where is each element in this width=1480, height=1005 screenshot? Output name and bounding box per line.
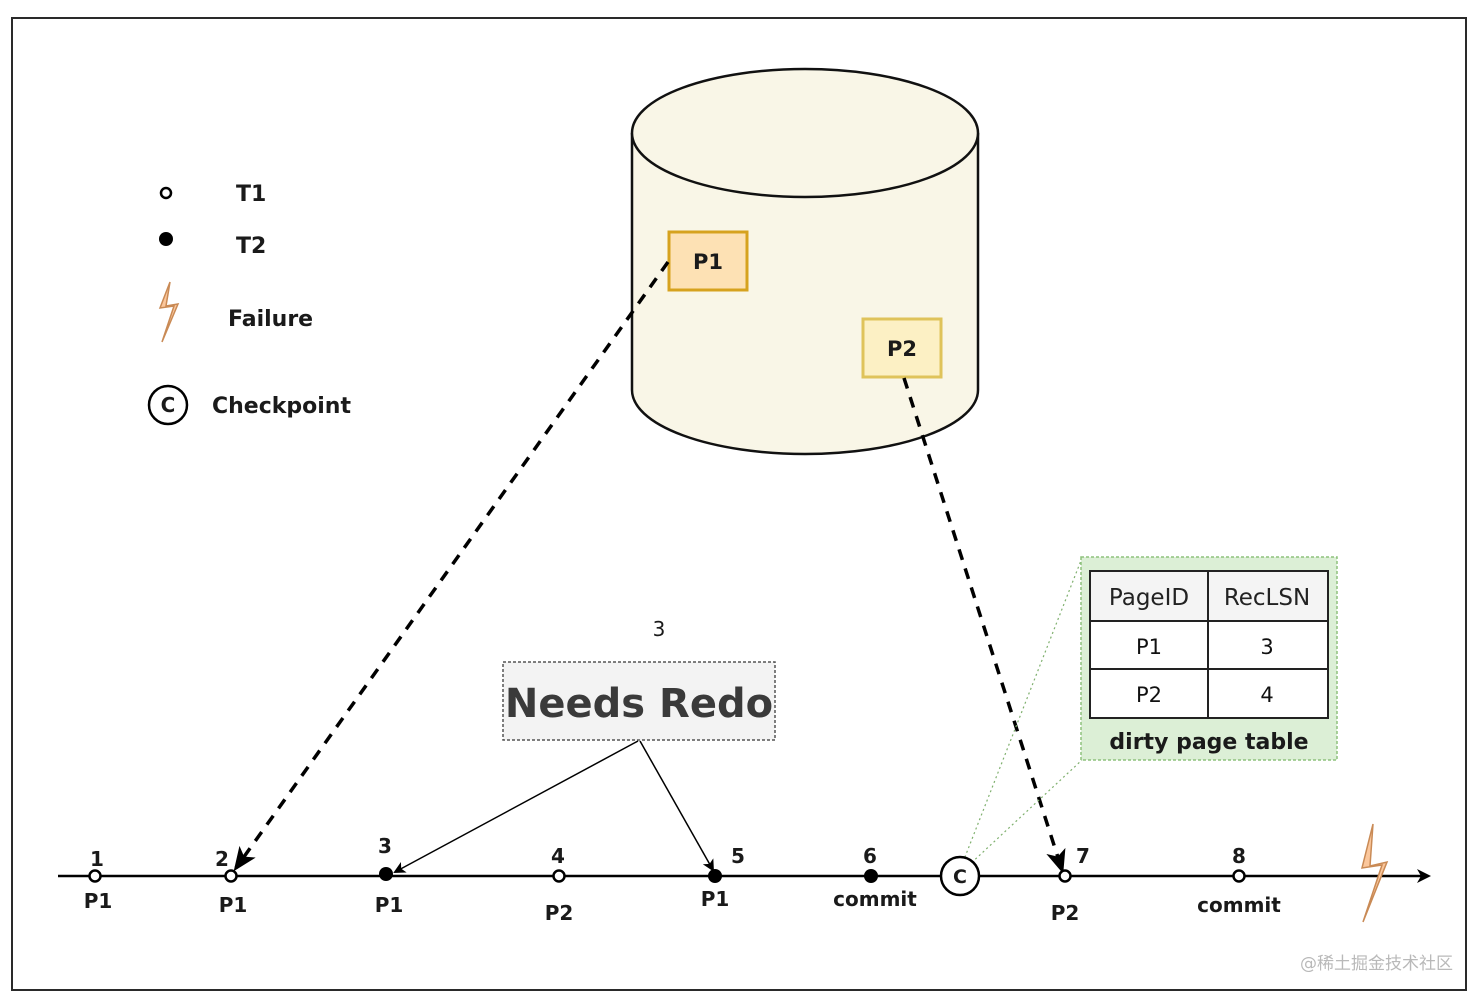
log-record-1-lsn: 1: [90, 847, 104, 871]
dpt-caption: dirty page table: [1109, 730, 1308, 755]
log-record-7-lsn: 7: [1076, 844, 1090, 868]
legend: T1 T2 Failure C Checkpoint: [147, 182, 351, 426]
p1-reclsn-dashed-arrow: [233, 260, 670, 872]
log-record-5-lsn: 5: [731, 844, 745, 868]
legend-checkpoint-label: Checkpoint: [212, 394, 351, 419]
log-record-4-page: P2: [545, 901, 574, 925]
log-record-6-lsn: 6: [863, 844, 877, 868]
dpt-row2-reclsn: 4: [1260, 683, 1273, 707]
log-record-5-t2-marker: [708, 869, 722, 883]
legend-failure-label: Failure: [228, 307, 313, 332]
dirty-page-table: PageID RecLSN P1 3 P2 4 dirty page table: [1080, 556, 1338, 761]
log-record-1-t1-marker: [88, 869, 102, 883]
log-record-6-commit: commit: [833, 887, 917, 911]
redo-arrow-to-lsn5: [639, 740, 714, 872]
t2-marker-icon: [159, 232, 173, 246]
log-record-4-t1-marker: [552, 869, 566, 883]
log-record-7-t1-marker: [1058, 869, 1072, 883]
failure-lightning-icon: [1360, 823, 1389, 923]
legend-t1-label: T1: [236, 182, 266, 207]
log-record-2-t1-marker: [224, 869, 238, 883]
db-page-p1: P1: [667, 230, 749, 292]
dpt-row1-reclsn: 3: [1260, 635, 1273, 659]
db-page-p2: P2: [861, 317, 943, 379]
log-record-4-lsn: 4: [551, 844, 565, 868]
redo-number-label: 3: [653, 617, 666, 641]
p2-reclsn-dashed-arrow: [902, 377, 1066, 874]
db-page-p2-label: P2: [887, 337, 917, 361]
log-record-8-t1-marker: [1232, 869, 1246, 883]
checkpoint-marker-icon: [939, 855, 981, 897]
log-record-8-lsn: 8: [1232, 844, 1246, 868]
dpt-header-pageid: PageID: [1109, 585, 1189, 611]
log-record-3-lsn: 3: [378, 834, 392, 858]
redo-arrow-to-lsn3: [393, 740, 639, 873]
log-record-3-page: P1: [375, 893, 404, 917]
log-record-8-commit: commit: [1197, 893, 1281, 917]
log-record-1-page: P1: [84, 889, 113, 913]
log-record-5-page: P1: [701, 887, 730, 911]
db-page-p1-label: P1: [693, 250, 723, 274]
watermark-text: @稀土掘金技术社区: [1300, 954, 1453, 974]
log-record-3-t2-marker: [379, 867, 393, 881]
needs-redo-box: Needs Redo: [502, 661, 776, 741]
checkpoint-icon: [147, 384, 189, 426]
dpt-row1-page: P1: [1136, 635, 1162, 659]
dpt-connector-bottom: [967, 759, 1083, 867]
database-cylinder-top: [630, 67, 980, 199]
log-record-7-page: P2: [1051, 901, 1080, 925]
log-record-2-page: P1: [219, 893, 248, 917]
log-timeline: 1 P1 2 P1 3 P1 4 P2 5 P1 6 commit C 7 P2…: [58, 823, 1431, 925]
t1-marker-icon: [159, 186, 173, 200]
legend-checkpoint-symbol: C: [161, 393, 176, 417]
log-record-6-t2-marker: [864, 869, 878, 883]
timeline-checkpoint-symbol: C: [953, 866, 967, 888]
needs-redo-label: Needs Redo: [505, 681, 773, 727]
log-record-2-lsn: 2: [215, 847, 229, 871]
dpt-row2-page: P2: [1136, 683, 1162, 707]
dpt-header-reclsn: RecLSN: [1224, 585, 1310, 611]
legend-t2-label: T2: [236, 234, 266, 259]
failure-lightning-icon: [158, 281, 180, 343]
